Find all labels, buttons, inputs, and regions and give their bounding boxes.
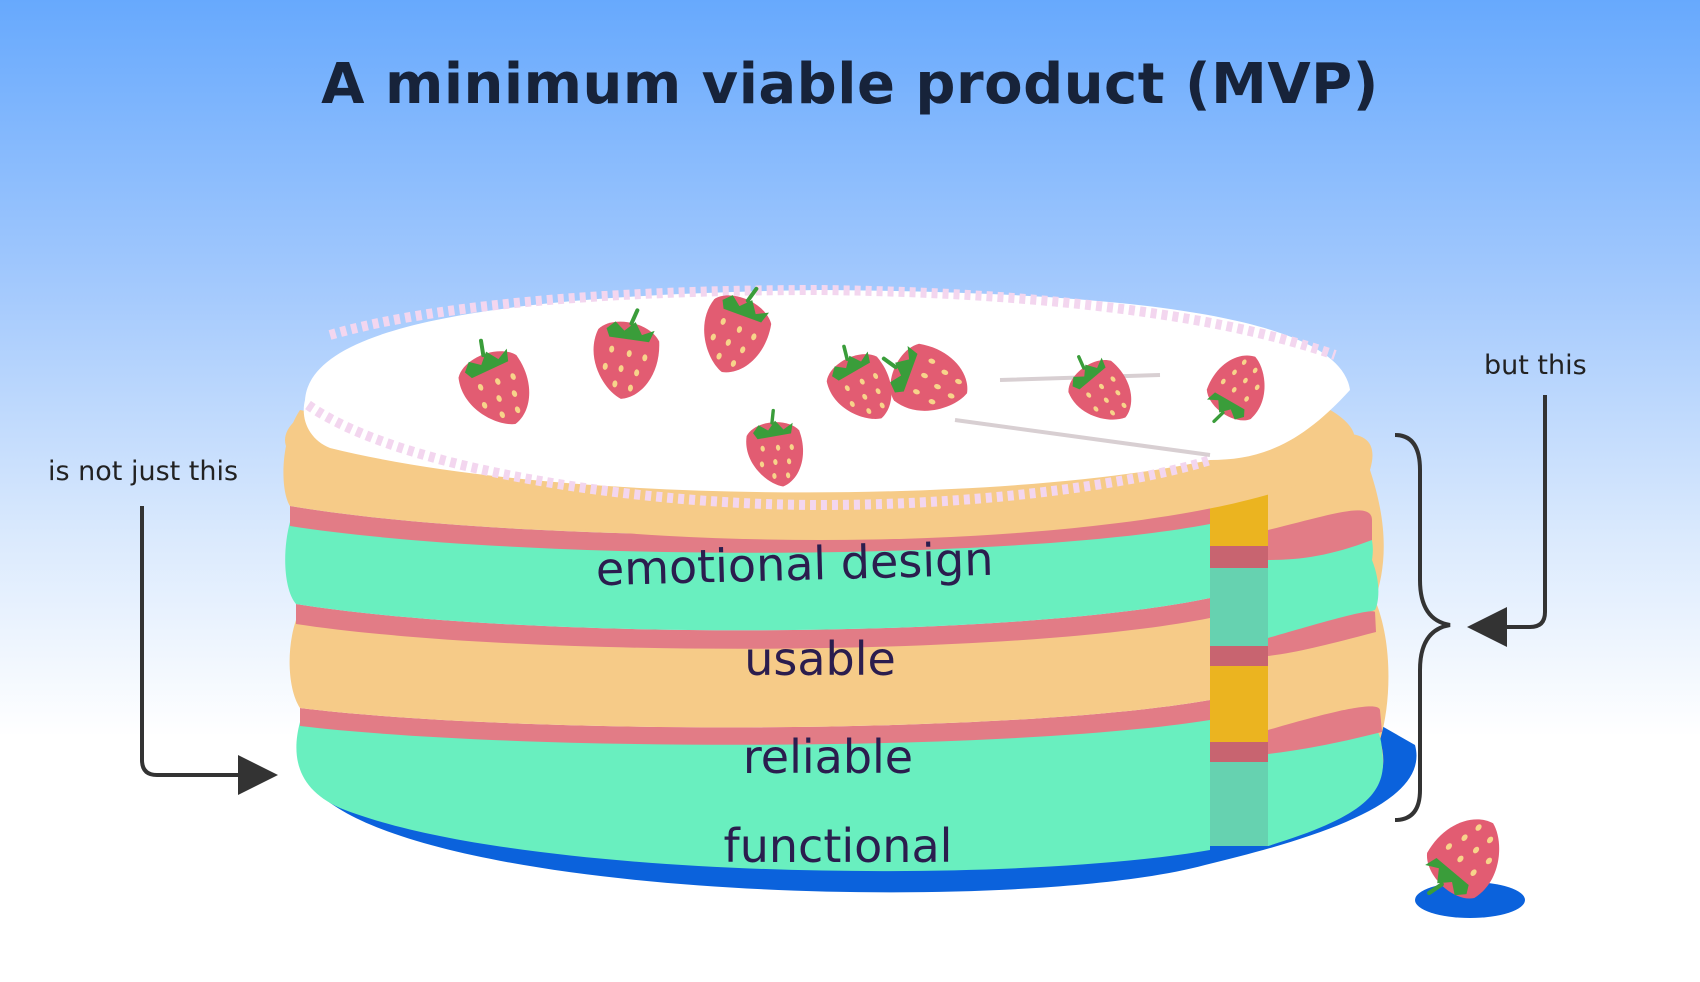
cake-back-jam-3 <box>1268 706 1382 754</box>
slice-jam-3 <box>1210 742 1268 762</box>
curly-brace <box>1394 433 1451 822</box>
cream-top <box>303 290 1350 493</box>
fallen-strawberry-shadow <box>1415 882 1525 918</box>
label-is-not-just-this: is not just this <box>48 456 239 487</box>
layer-label-emotional-design: emotional design <box>595 532 994 596</box>
slice-jam-1 <box>1210 546 1268 568</box>
cake-back-mint-2 <box>1268 718 1384 846</box>
cream-frill-edge <box>305 284 1337 511</box>
slice-jam-2 <box>1210 646 1268 666</box>
layer-label-reliable: reliable <box>743 730 913 784</box>
page-title: A minimum viable product (MVP) <box>321 52 1379 117</box>
label-but-this: but this <box>1484 350 1587 381</box>
arrow-not-just-this <box>140 506 278 795</box>
slice-mint-1 <box>1210 568 1268 646</box>
cake-back-jam-2 <box>1268 611 1376 656</box>
jam-band-bottom <box>300 700 1210 745</box>
jam-band-middle <box>296 598 1210 649</box>
slice-sponge-2 <box>1210 666 1268 742</box>
layer-functional-band <box>296 712 1210 872</box>
cake-back-jam-1 <box>1268 510 1372 560</box>
layer-label-functional: functional <box>724 819 953 873</box>
slice-mint-2 <box>1210 762 1268 846</box>
arrow-but-this <box>1467 395 1547 647</box>
layer-label-usable: usable <box>744 632 896 686</box>
jam-band-top <box>290 505 1210 553</box>
